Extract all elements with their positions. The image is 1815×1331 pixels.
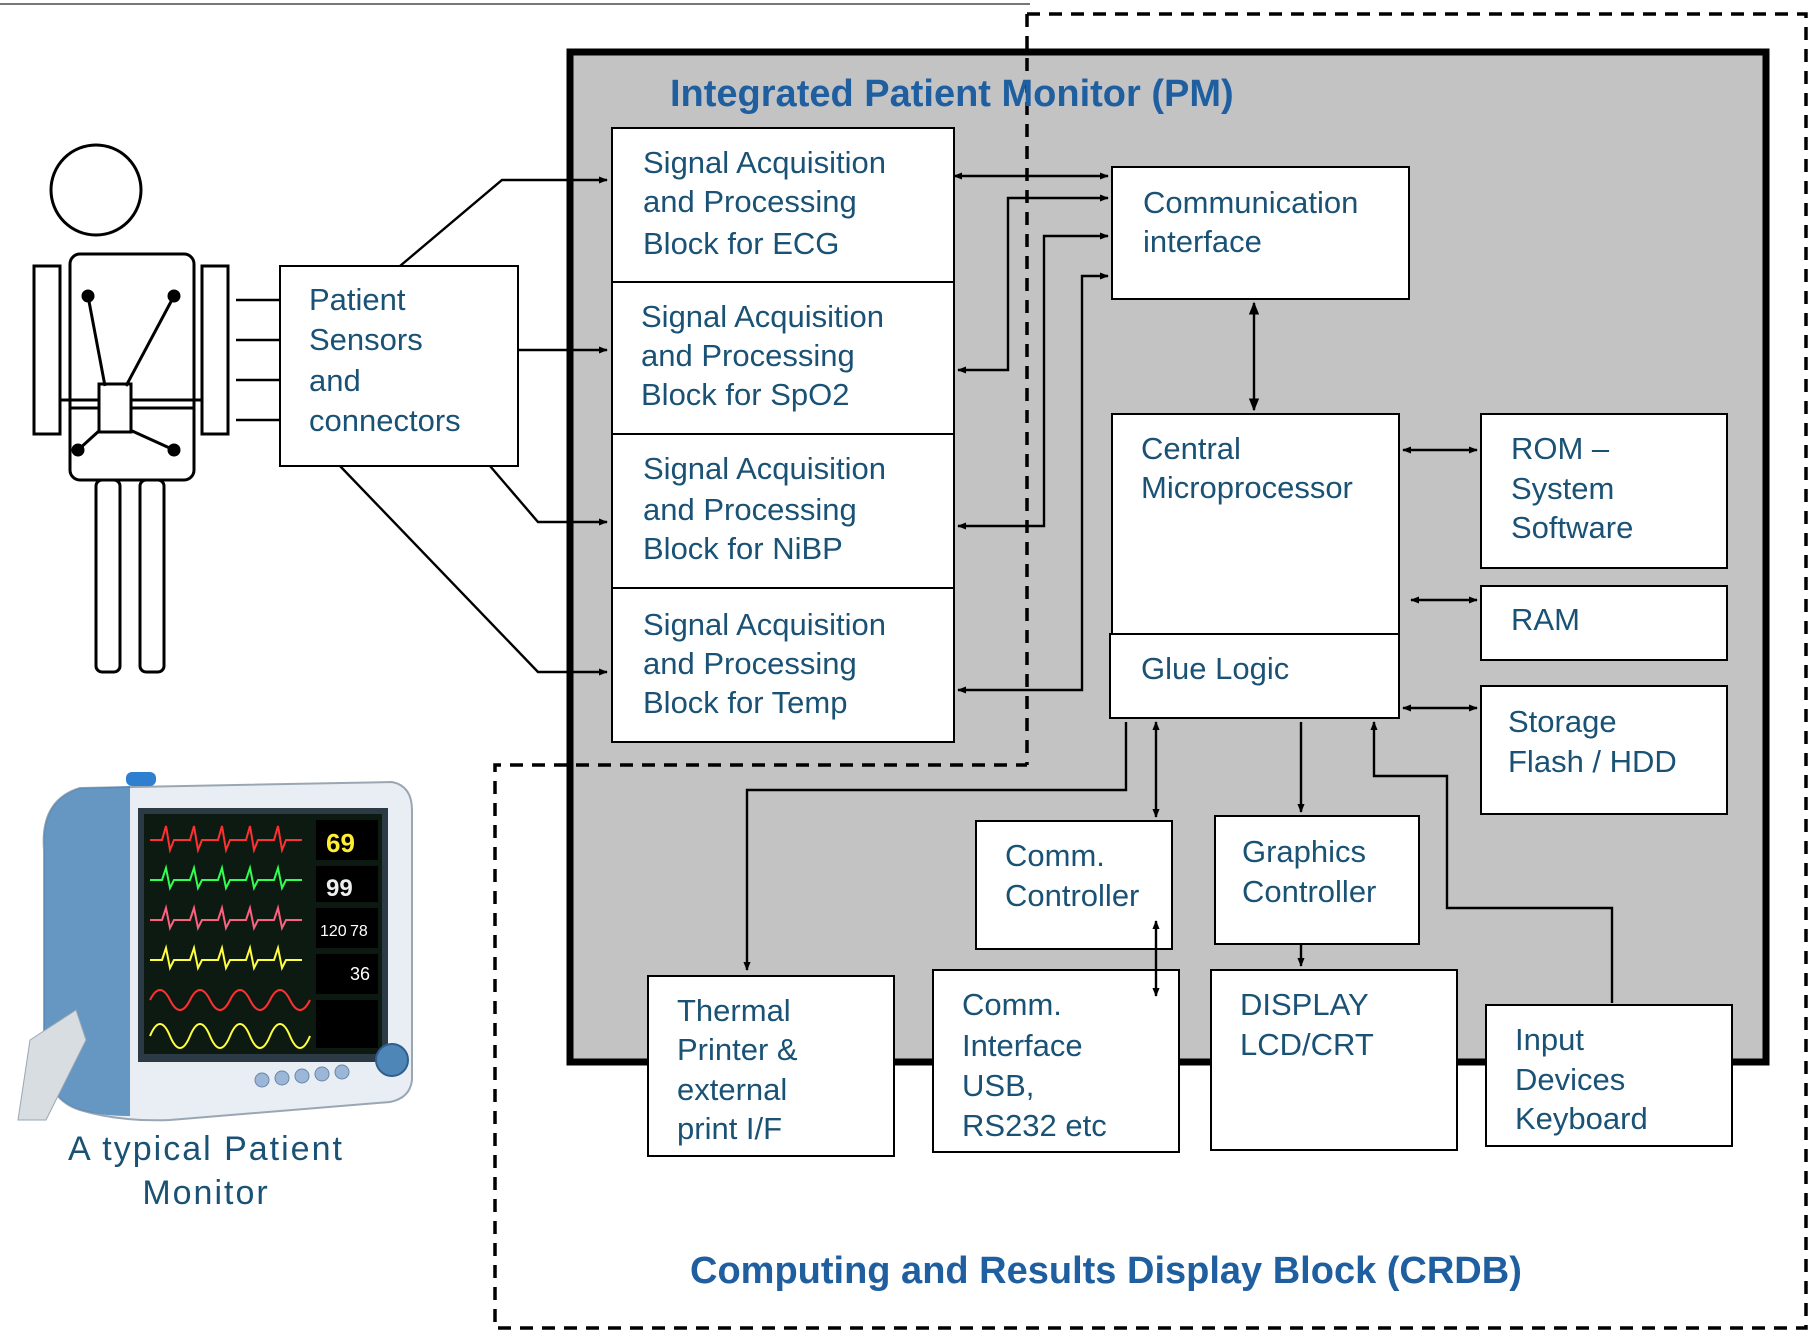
svg-text:interface: interface — [1143, 224, 1262, 259]
svg-text:LCD/CRT: LCD/CRT — [1240, 1027, 1374, 1062]
photo-caption-line-1: A typical Patient — [68, 1130, 344, 1168]
svg-text:99: 99 — [326, 875, 353, 902]
acq-comm-links — [953, 172, 1109, 694]
svg-text:Central: Central — [1141, 431, 1241, 466]
svg-text:Block for Temp: Block for Temp — [643, 685, 847, 720]
svg-text:Communication: Communication — [1143, 185, 1358, 220]
svg-text:Graphics: Graphics — [1242, 834, 1366, 869]
photo-caption-line-2: Monitor — [142, 1174, 269, 1212]
svg-text:78: 78 — [350, 923, 368, 940]
rom-block: ROM – System Software — [1480, 413, 1728, 569]
svg-text:Software: Software — [1511, 510, 1633, 545]
acq-block-temp: Signal Acquisition and Processing Block … — [611, 587, 955, 743]
svg-text:ROM –: ROM – — [1511, 431, 1610, 466]
acq-block-nibp: Signal Acquisition and Processing Block … — [611, 433, 955, 589]
svg-text:RAM: RAM — [1511, 602, 1580, 637]
input-devices-block: Input Devices Keyboard — [1485, 1004, 1733, 1147]
svg-text:external: external — [677, 1072, 787, 1107]
pm-title: Integrated Patient Monitor (PM) — [670, 73, 1234, 115]
svg-text:Flash / HDD: Flash / HDD — [1508, 744, 1677, 779]
sensor-links — [339, 176, 608, 676]
svg-text:and: and — [309, 363, 361, 398]
svg-text:Interface: Interface — [962, 1028, 1083, 1063]
comm-interface-usb-block: Comm. Interface USB, RS232 etc — [932, 969, 1180, 1153]
svg-text:and Processing: and Processing — [641, 338, 855, 373]
svg-text:Printer &: Printer & — [677, 1032, 798, 1067]
crdb-dashed-outline — [493, 12, 1808, 1330]
svg-text:Input: Input — [1515, 1022, 1584, 1057]
svg-text:Devices: Devices — [1515, 1062, 1625, 1097]
svg-text:Block for SpO2: Block for SpO2 — [641, 377, 849, 412]
svg-text:System: System — [1511, 471, 1614, 506]
svg-text:Keyboard: Keyboard — [1515, 1101, 1648, 1136]
display-block: DISPLAY LCD/CRT — [1210, 969, 1458, 1151]
svg-text:Signal Acquisition: Signal Acquisition — [643, 451, 886, 486]
svg-text:Comm.: Comm. — [1005, 838, 1105, 873]
storage-block: Storage Flash / HDD — [1480, 685, 1728, 815]
patient-sensors-block: Patient Sensors and connectors — [279, 265, 519, 467]
peripheral-links — [743, 721, 1614, 1003]
svg-text:Signal Acquisition: Signal Acquisition — [641, 299, 884, 334]
svg-text:Microprocessor: Microprocessor — [1141, 470, 1353, 505]
communication-interface-block: Communication interface — [1111, 166, 1410, 300]
svg-text:and Processing: and Processing — [643, 184, 857, 219]
svg-text:Signal Acquisition: Signal Acquisition — [643, 607, 886, 642]
central-microprocessor-block: Central Microprocessor — [1111, 413, 1400, 637]
acq-block-ecg: Signal Acquisition and Processing Block … — [611, 127, 955, 283]
graphics-controller-block: Graphics Controller — [1214, 815, 1420, 945]
svg-text:connectors: connectors — [309, 403, 461, 438]
patient-monitor-illustration: 69 99 120 78 36 — [17, 772, 413, 1122]
crdb-title: Computing and Results Display Block (CRD… — [690, 1250, 1522, 1292]
svg-text:Controller: Controller — [1242, 874, 1376, 909]
svg-text:120: 120 — [320, 923, 347, 940]
comm-controller-block: Comm. Controller — [975, 820, 1173, 950]
svg-text:Comm.: Comm. — [962, 987, 1062, 1022]
svg-text:USB,: USB, — [962, 1068, 1034, 1103]
memory-links — [1402, 446, 1478, 712]
svg-text:print I/F: print I/F — [677, 1111, 782, 1146]
thermal-printer-block: Thermal Printer & external print I/F — [647, 975, 895, 1157]
svg-text:Controller: Controller — [1005, 878, 1139, 913]
svg-text:69: 69 — [326, 828, 355, 858]
acq-block-spo2: Signal Acquisition and Processing Block … — [611, 281, 955, 435]
ram-block: RAM — [1480, 585, 1728, 661]
svg-text:Thermal: Thermal — [677, 993, 791, 1028]
svg-text:Sensors: Sensors — [309, 322, 423, 357]
svg-text:and Processing: and Processing — [643, 646, 857, 681]
svg-text:Glue Logic: Glue Logic — [1141, 651, 1289, 686]
svg-text:and Processing: and Processing — [643, 492, 857, 527]
patient-figure-icon — [32, 143, 230, 674]
patient-cables — [236, 298, 280, 422]
svg-text:DISPLAY: DISPLAY — [1240, 987, 1369, 1022]
svg-text:Signal Acquisition: Signal Acquisition — [643, 145, 886, 180]
glue-logic-block: Glue Logic — [1109, 633, 1400, 719]
svg-text:36: 36 — [350, 964, 370, 984]
svg-text:Block for NiBP: Block for NiBP — [643, 531, 843, 566]
svg-text:Storage: Storage — [1508, 704, 1617, 739]
svg-text:RS232 etc: RS232 etc — [962, 1108, 1107, 1143]
svg-text:Patient: Patient — [309, 282, 406, 317]
svg-text:Block for ECG: Block for ECG — [643, 226, 839, 261]
